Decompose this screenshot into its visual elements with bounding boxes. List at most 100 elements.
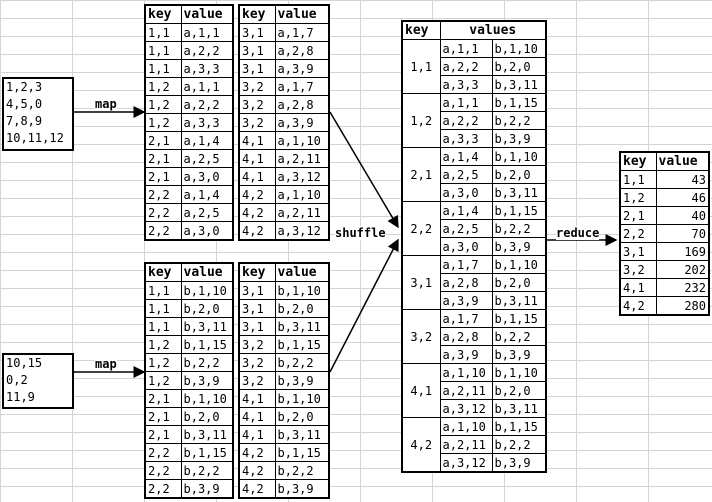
key-cell: 4,1	[238, 131, 276, 150]
group-key-cell: 3,1	[401, 255, 441, 310]
value-a-cell: a,2,2	[439, 57, 493, 76]
input-line: 0,2	[6, 373, 28, 387]
key-cell: 1,1	[144, 299, 182, 318]
key-cell: 4,2	[238, 479, 276, 499]
value-cell: a,1,1	[180, 23, 234, 42]
value-a-cell: a,2,5	[439, 165, 493, 184]
key-header: key	[619, 151, 657, 171]
key-cell: 1,2	[144, 371, 182, 390]
value-a-cell: a,3,9	[439, 345, 493, 364]
value-cell: a,3,0	[180, 221, 234, 241]
value-a-cell: a,2,8	[439, 273, 493, 292]
key-cell: 3,1	[238, 23, 276, 42]
value-cell: 280	[655, 296, 710, 316]
value-cell: b,1,15	[274, 335, 330, 354]
value-cell: 169	[655, 242, 710, 261]
value-cell: a,2,2	[180, 41, 234, 60]
value-cell: b,3,9	[180, 371, 234, 390]
value-cell: a,1,4	[180, 185, 234, 204]
value-b-cell: b,3,9	[491, 129, 547, 148]
value-cell: a,3,3	[180, 59, 234, 78]
key-cell: 3,2	[238, 353, 276, 372]
key-cell: 4,1	[619, 278, 657, 297]
value-cell: b,1,10	[274, 389, 330, 408]
value-cell: a,2,5	[180, 203, 234, 222]
key-cell: 3,1	[238, 299, 276, 318]
value-cell: a,2,8	[274, 41, 330, 60]
value-cell: b,3,9	[274, 479, 330, 499]
value-a-cell: a,2,2	[439, 111, 493, 130]
map-label-bottom: map	[95, 357, 117, 371]
value-a-cell: a,1,1	[439, 39, 493, 58]
key-cell: 2,1	[144, 149, 182, 168]
value-cell: a,3,12	[274, 221, 330, 241]
key-cell: 3,1	[238, 281, 276, 300]
key-cell: 1,2	[144, 353, 182, 372]
value-cell: 232	[655, 278, 710, 297]
value-cell: b,2,0	[180, 299, 234, 318]
value-cell: b,1,15	[180, 443, 234, 462]
key-cell: 2,2	[144, 443, 182, 462]
value-b-cell: b,2,2	[491, 327, 547, 346]
value-cell: a,1,7	[274, 77, 330, 96]
value-a-cell: a,3,0	[439, 237, 493, 256]
value-cell: b,3,9	[180, 479, 234, 499]
group-key-cell: 4,2	[401, 417, 441, 473]
key-cell: 2,1	[144, 425, 182, 444]
key-cell: 4,2	[238, 443, 276, 462]
key-cell: 1,1	[144, 281, 182, 300]
group-key-cell: 2,2	[401, 201, 441, 256]
key-cell: 4,2	[619, 296, 657, 316]
key-cell: 2,1	[619, 206, 657, 225]
value-a-cell: a,3,12	[439, 399, 493, 418]
key-cell: 2,2	[619, 224, 657, 243]
value-cell: a,2,11	[274, 203, 330, 222]
value-b-cell: b,1,15	[491, 201, 547, 220]
group-key-cell: 1,2	[401, 93, 441, 148]
key-cell: 2,2	[144, 461, 182, 480]
key-cell: 1,1	[144, 59, 182, 78]
value-b-cell: b,2,0	[491, 381, 547, 400]
group-key-cell: 2,1	[401, 147, 441, 202]
value-b-cell: b,3,11	[491, 291, 547, 310]
key-cell: 2,2	[144, 203, 182, 222]
key-cell: 4,2	[238, 203, 276, 222]
key-cell: 4,2	[238, 461, 276, 480]
key-cell: 3,2	[238, 95, 276, 114]
value-b-cell: b,3,9	[491, 453, 547, 473]
value-cell: a,2,2	[180, 95, 234, 114]
value-cell: 43	[655, 170, 710, 189]
value-cell: 202	[655, 260, 710, 279]
key-cell: 3,1	[238, 317, 276, 336]
value-cell: b,2,2	[180, 461, 234, 480]
value-b-cell: b,1,10	[491, 147, 547, 166]
